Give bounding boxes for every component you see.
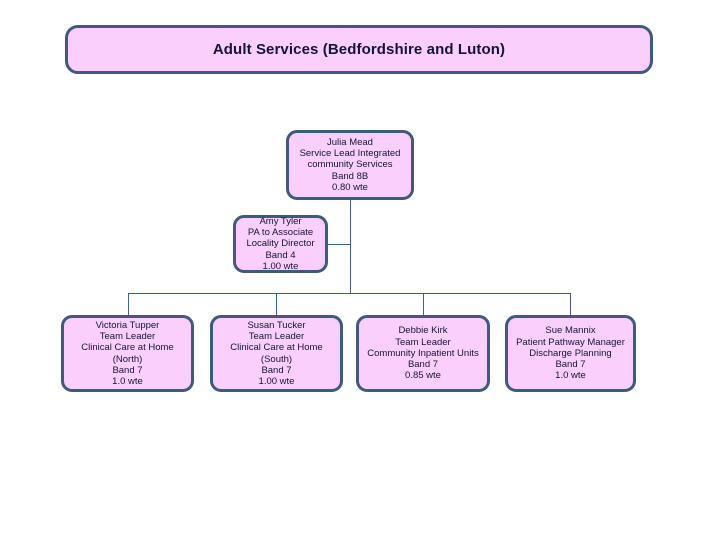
node-person-name: Susan Tucker	[247, 319, 306, 331]
chart-title-banner: Adult Services (Bedfordshire and Luton)	[65, 25, 653, 74]
node-role-line: Discharge Planning	[529, 347, 612, 359]
node-person-name: Debbie Kirk	[398, 325, 448, 337]
connector-drop-inpatient	[423, 293, 424, 315]
node-role-line: Locality Director	[246, 238, 315, 250]
node-role-line: Clinical Care at Home	[230, 342, 323, 354]
node-role-line: community Services	[307, 159, 393, 171]
node-wte: 0.80 wte	[332, 181, 368, 193]
node-wte: 1.0 wte	[112, 375, 143, 387]
node-team-leader-south[interactable]: Susan Tucker Team Leader Clinical Care a…	[210, 315, 343, 392]
node-band: Band 7	[112, 364, 143, 376]
node-wte: 0.85 wte	[405, 370, 441, 382]
connector-distribution-bus	[128, 293, 571, 294]
node-role-line: (North)	[112, 353, 143, 365]
node-wte: 1.0 wte	[555, 370, 586, 382]
node-band: Band 8B	[331, 170, 369, 182]
node-personal-assistant[interactable]: Amy Tyler PA to Associate Locality Direc…	[233, 215, 328, 273]
connector-trunk-vertical	[350, 200, 351, 293]
node-wte: 1.00 wte	[262, 260, 299, 272]
connector-drop-discharge	[570, 293, 571, 315]
node-role-line: Patient Pathway Manager	[516, 336, 625, 348]
node-wte: 1.00 wte	[258, 375, 295, 387]
node-band: Band 7	[261, 364, 292, 376]
connector-pa-stub	[328, 244, 351, 245]
node-band: Band 7	[555, 359, 586, 371]
chart-title-text: Adult Services (Bedfordshire and Luton)	[212, 40, 506, 58]
node-role-line: Service Lead Integrated	[299, 148, 401, 160]
node-role-line: Community Inpatient Units	[367, 347, 479, 359]
node-patient-pathway-manager[interactable]: Sue Mannix Patient Pathway Manager Disch…	[505, 315, 636, 392]
node-person-name: Sue Mannix	[545, 325, 596, 337]
node-role-line: Team Leader	[248, 331, 305, 343]
connector-drop-south	[276, 293, 277, 315]
connector-drop-north	[128, 293, 129, 315]
node-role-line: (South)	[260, 353, 293, 365]
node-role-line: Clinical Care at Home	[81, 342, 174, 354]
node-role-line: Team Leader	[395, 336, 451, 348]
node-team-leader-north[interactable]: Victoria Tupper Team Leader Clinical Car…	[61, 315, 194, 392]
node-band: Band 7	[407, 359, 439, 371]
node-band: Band 4	[265, 249, 296, 261]
node-person-name: Julia Mead	[327, 136, 373, 148]
node-service-lead[interactable]: Julia Mead Service Lead Integrated commu…	[286, 130, 414, 200]
node-role-line: PA to Associate	[247, 227, 314, 239]
node-person-name: Victoria Tupper	[95, 319, 160, 331]
node-person-name: Amy Tyler	[259, 216, 302, 227]
node-team-leader-inpatient[interactable]: Debbie Kirk Team Leader Community Inpati…	[356, 315, 490, 392]
node-role-line: Team Leader	[99, 331, 156, 343]
